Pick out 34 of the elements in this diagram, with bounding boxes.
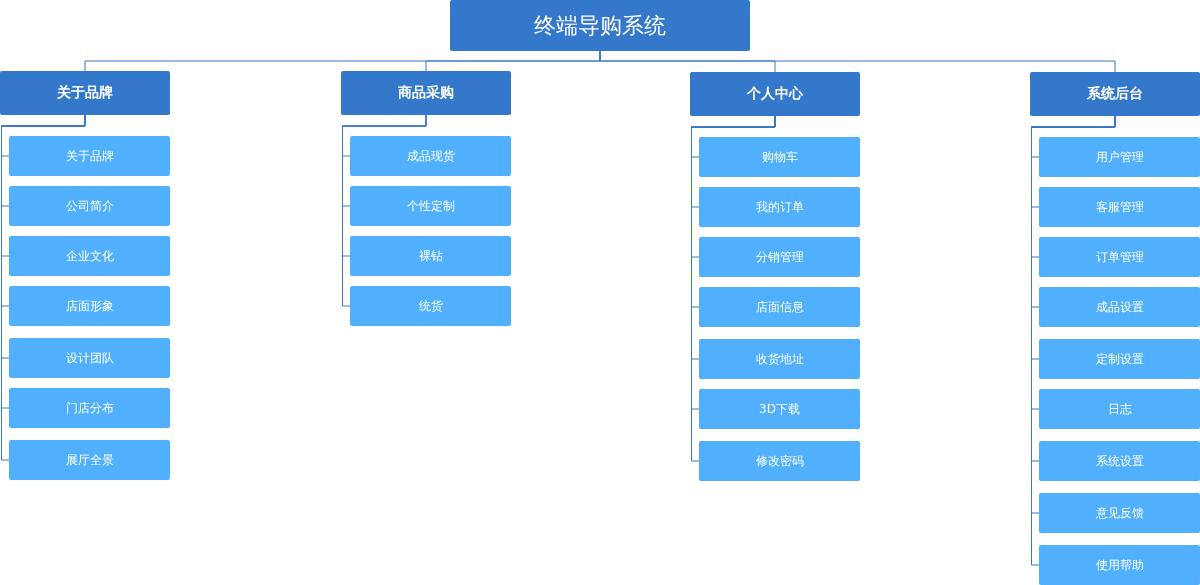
item-box: 系统设置 <box>1039 441 1200 481</box>
connector <box>342 114 427 307</box>
category-box: 系统后台 <box>1030 72 1200 116</box>
item-box: 我的订单 <box>699 187 860 227</box>
item-box: 订单管理 <box>1039 237 1200 277</box>
item-box: 收货地址 <box>699 339 860 379</box>
item-box: 关于品牌 <box>9 136 170 176</box>
connector <box>599 50 1116 73</box>
item-box: 成品现货 <box>350 136 511 176</box>
item-box: 个性定制 <box>350 186 511 226</box>
category-box: 商品采购 <box>341 71 511 115</box>
item-box: 裸钻 <box>350 236 511 276</box>
item-box: 使用帮助 <box>1039 545 1200 585</box>
item-box: 购物车 <box>699 137 860 177</box>
item-box: 设计团队 <box>9 338 170 378</box>
item-box: 意见反馈 <box>1039 493 1200 533</box>
item-box: 客服管理 <box>1039 187 1200 227</box>
item-box: 公司简介 <box>9 186 170 226</box>
item-box: 3D下载 <box>699 389 860 429</box>
item-box: 企业文化 <box>9 236 170 276</box>
item-box: 门店分布 <box>9 388 170 428</box>
item-box: 成品设置 <box>1039 287 1200 327</box>
item-box: 分销管理 <box>699 237 860 277</box>
item-box: 定制设置 <box>1039 339 1200 379</box>
item-box: 修改密码 <box>699 441 860 481</box>
item-box: 用户管理 <box>1039 137 1200 177</box>
category-box: 个人中心 <box>690 72 860 116</box>
item-box: 统货 <box>350 286 511 326</box>
item-box: 店面形象 <box>9 286 170 326</box>
root-box: 终端导购系统 <box>450 0 750 51</box>
item-box: 展厅全景 <box>9 440 170 480</box>
item-box: 日志 <box>1039 389 1200 429</box>
item-box: 店面信息 <box>699 287 860 327</box>
category-box: 关于品牌 <box>0 71 170 115</box>
